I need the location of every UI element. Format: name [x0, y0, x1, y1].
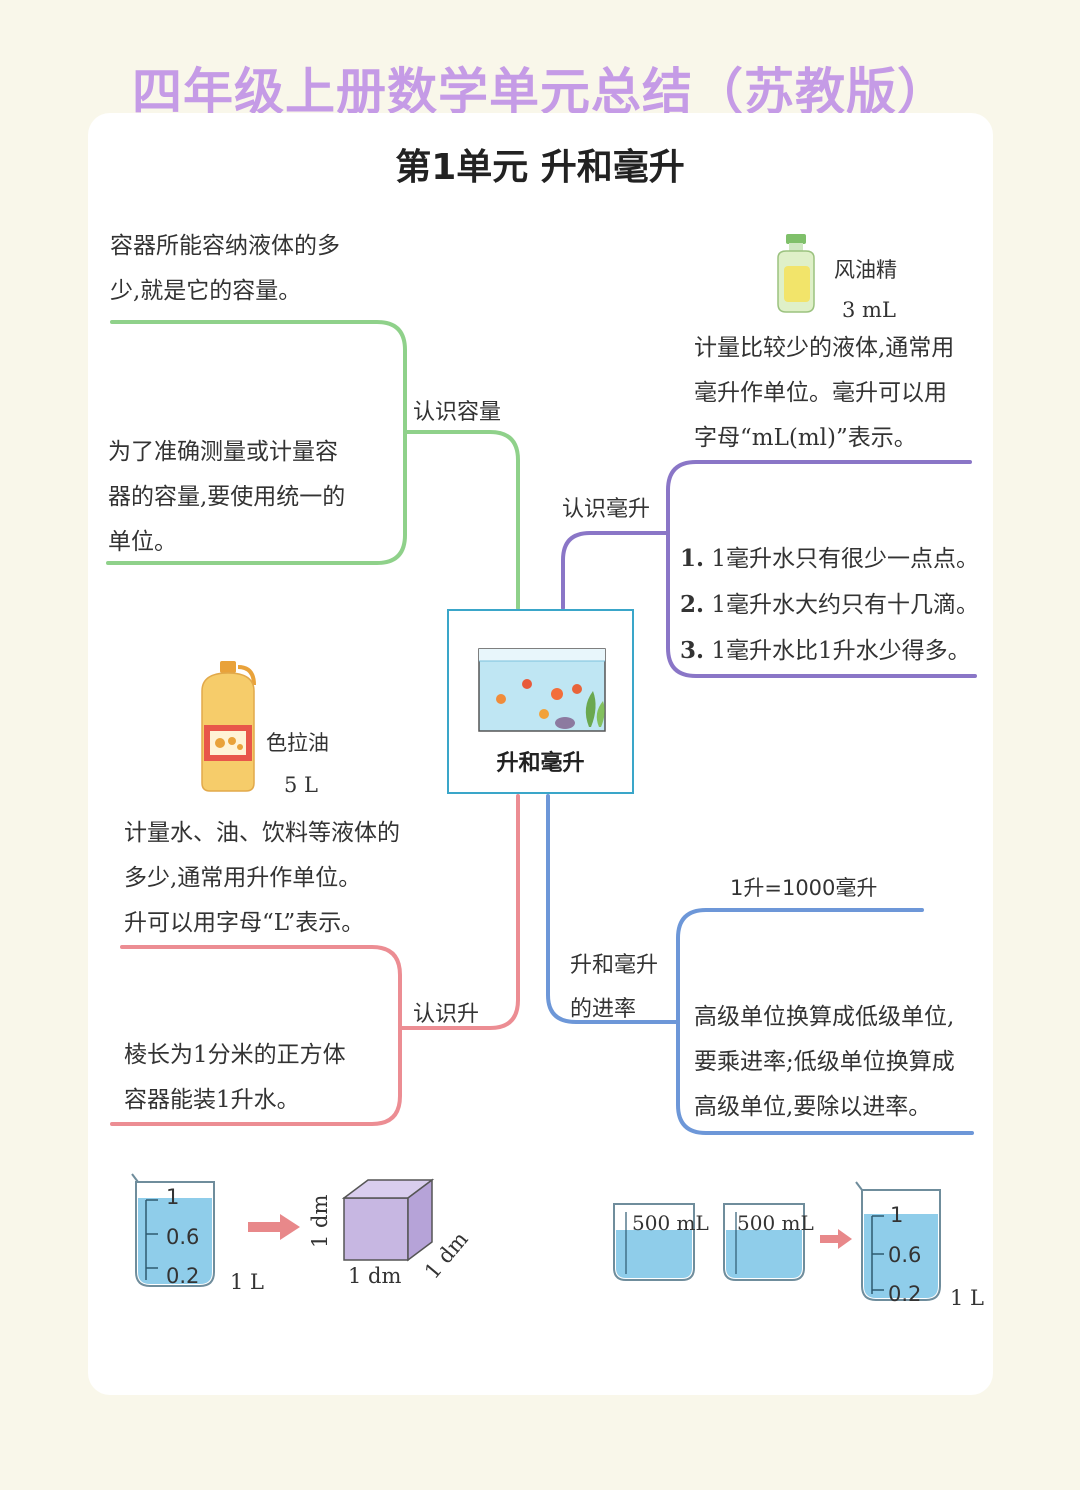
branch-label-capacity: 认识容量: [413, 400, 502, 425]
rate-conversion-note: 高级单位换算成低级单位, 要乘进率;低级单位换算成 高级单位,要除以进率。: [694, 1004, 955, 1120]
arrow-right-icon-2: [820, 1229, 852, 1249]
liter-cube-note: 棱长为1分米的正方体 容器能装1升水。: [124, 1042, 346, 1113]
unit-title: 第1单元 升和毫升: [395, 147, 685, 188]
beaker-1l-left-icon: [131, 1173, 215, 1287]
oil-bottle-icon: [201, 661, 256, 792]
branch-lines-capacity: [106, 320, 520, 610]
page-title: 四年级上册数学单元总结（苏教版）: [132, 63, 948, 121]
branch-label-rate: 升和毫升 的进率: [570, 953, 659, 1022]
beaker-right-label: 1 L: [950, 1286, 984, 1310]
beaker-500ml-label-2: 500 mL: [737, 1211, 814, 1235]
beaker-left-mark-06: 0.6: [166, 1225, 200, 1249]
beaker-right-mark-02: 0.2: [888, 1282, 922, 1306]
list-item: 2. 1毫升水大约只有十几滴。: [680, 591, 979, 618]
ointment-name: 风油精: [834, 258, 897, 282]
list-item: 1. 1毫升水只有很少一点点。: [680, 545, 979, 572]
oil-amount: 5 L: [284, 773, 318, 797]
beakers-500ml-icon: [613, 1203, 805, 1281]
branch-lines-rate: [546, 794, 974, 1135]
cube-1dm-icon: [341, 1178, 435, 1262]
branch-lines-liter: [110, 794, 520, 1126]
branch-lines-milliliter: [561, 460, 977, 678]
branch-label-milliliter: 认识毫升: [562, 497, 651, 522]
oil-name: 色拉油: [266, 731, 329, 755]
capacity-unit-note: 为了准确测量或计量容 器的容量,要使用统一的 单位。: [108, 439, 346, 555]
liter-definition: 计量水、油、饮料等液体的 多少,通常用升作单位。 升可以用字母“L”表示。: [124, 820, 400, 936]
branch-label-liter: 认识升: [413, 1002, 480, 1027]
beaker-1l-right-icon: [855, 1181, 941, 1301]
beaker-left-mark-1: 1: [166, 1185, 180, 1209]
capacity-definition: 容器所能容纳液体的多 少,就是它的容量。: [110, 233, 340, 304]
cube-width-label: 1 dm: [348, 1264, 402, 1288]
ointment-bottle-icon: [777, 234, 815, 313]
beaker-500ml-label-1: 500 mL: [632, 1211, 709, 1235]
beaker-500ml-2: [723, 1203, 805, 1281]
center-label: 升和毫升: [496, 751, 585, 776]
beaker-500ml-1: [613, 1203, 695, 1281]
arrow-right-icon: [248, 1214, 300, 1240]
beaker-left-label: 1 L: [230, 1270, 264, 1294]
ointment-amount: 3 mL: [842, 298, 896, 322]
beaker-right-mark-06: 0.6: [888, 1243, 922, 1267]
beaker-right-mark-1: 1: [890, 1203, 904, 1227]
cube-height-label: 1 dm: [308, 1194, 332, 1248]
center-node: [447, 609, 634, 794]
beaker-left-mark-02: 0.2: [166, 1264, 200, 1288]
milliliter-definition: 计量比较少的液体,通常用 毫升作单位。毫升可以用 字母“mL(ml)”表示。: [694, 335, 955, 451]
rate-formula: 1升=1000毫升: [730, 876, 878, 900]
aquarium-icon: [478, 648, 606, 732]
list-item: 3. 1毫升水比1升水少得多。: [680, 637, 971, 664]
milliliter-facts-list: 1. 1毫升水只有很少一点点。 2. 1毫升水大约只有十几滴。 3. 1毫升水比…: [680, 536, 979, 674]
